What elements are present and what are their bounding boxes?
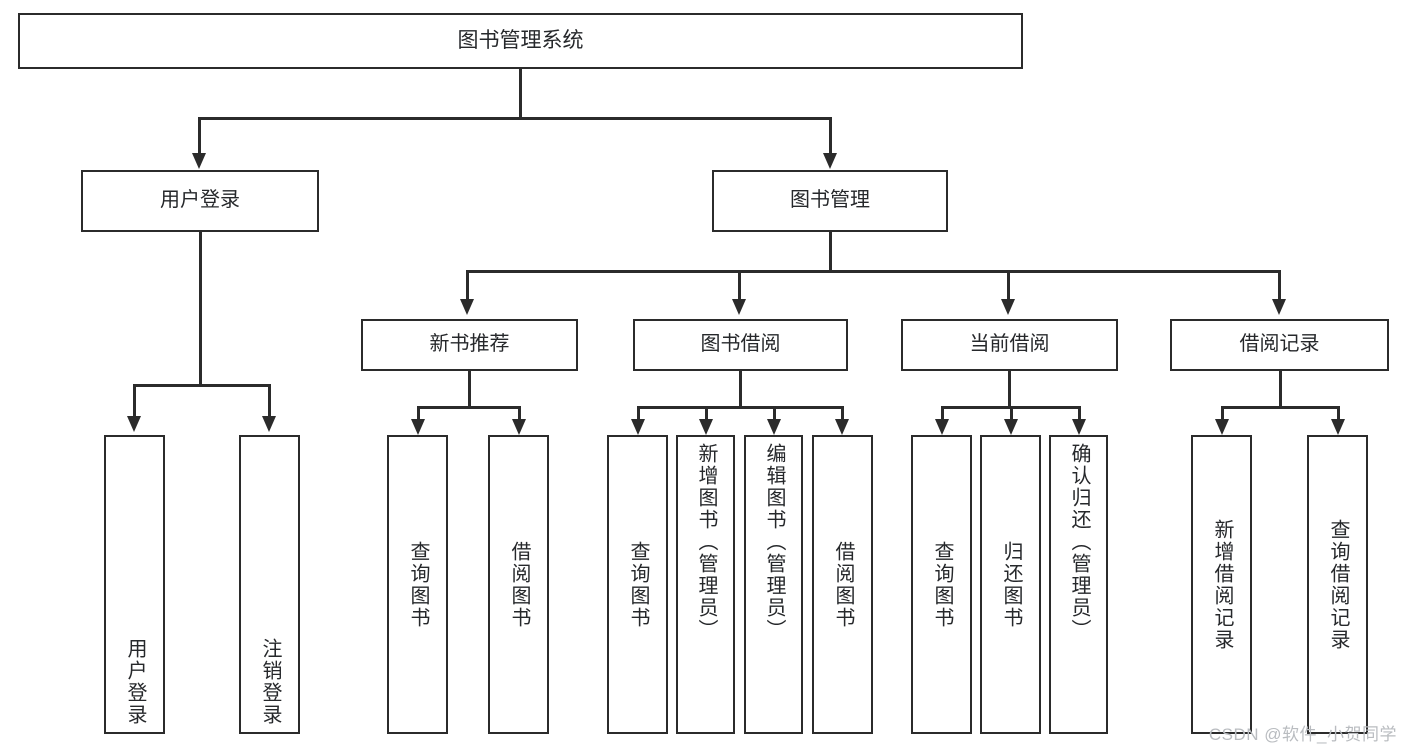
arrow-borrow-book-1 xyxy=(512,419,526,435)
arrow-query-book-3 xyxy=(935,419,949,435)
arrow-book-borrow xyxy=(732,299,746,315)
arrow-confirm-return xyxy=(1072,419,1086,435)
leaf-borrow-book[interactable]: 借阅图书 xyxy=(812,435,873,734)
node-book-borrow[interactable]: 图书借阅 xyxy=(633,319,848,371)
arrow-leaf-user-login xyxy=(127,416,141,432)
node-label: 新书推荐 xyxy=(429,333,510,356)
connector-bus-borrow-record xyxy=(1221,406,1338,409)
connector-book-borrow-stem xyxy=(739,371,742,408)
connector-new-book-stem xyxy=(468,371,471,408)
node-label: 图书管理系统 xyxy=(457,28,584,52)
leaf-query-borrow-record[interactable]: 查询借阅记录 xyxy=(1307,435,1368,734)
leaf-logout-login[interactable]: 注销登录 xyxy=(239,435,300,734)
leaf-label: 查询图书 xyxy=(407,540,429,629)
connector-bus-new-book xyxy=(417,406,520,409)
connector-drop-return-book xyxy=(1010,406,1013,427)
connector-bus-book-borrow xyxy=(637,406,842,409)
connector-drop-query-record xyxy=(1337,406,1340,427)
connector-bus-current-borrow xyxy=(941,406,1078,409)
leaf-add-book[interactable]: 新增图书（管理员） xyxy=(676,435,735,734)
leaf-borrow-book-recommend[interactable]: 借阅图书 xyxy=(488,435,549,734)
leaf-user-login[interactable]: 用户登录 xyxy=(104,435,165,734)
node-new-book-recommend[interactable]: 新书推荐 xyxy=(361,319,578,371)
connector-drop-leaf-logout-login xyxy=(268,384,271,417)
connector-drop-query-book-3 xyxy=(941,406,944,427)
connector-drop-book-manage xyxy=(829,117,832,155)
connector-current-borrow-stem xyxy=(1008,371,1011,408)
arrow-add-record xyxy=(1215,419,1229,435)
node-label: 图书借阅 xyxy=(700,333,781,356)
arrow-edit-book xyxy=(767,419,781,435)
leaf-label: 确认归还（管理员） xyxy=(1068,443,1090,641)
leaf-label: 查询借阅记录 xyxy=(1327,518,1349,651)
connector-drop-edit-book xyxy=(773,406,776,427)
connector-drop-book-borrow xyxy=(738,270,741,300)
connector-drop-query-book-1 xyxy=(417,406,420,427)
leaf-label: 注销登录 xyxy=(259,638,281,726)
leaf-query-book-recommend[interactable]: 查询图书 xyxy=(387,435,448,734)
connector-drop-new-book-recommend xyxy=(466,270,469,300)
leaf-label: 归还图书 xyxy=(1000,540,1022,629)
leaf-label: 借阅图书 xyxy=(508,540,530,629)
leaf-confirm-return[interactable]: 确认归还（管理员） xyxy=(1049,435,1108,734)
connector-bus-level3 xyxy=(466,270,1280,273)
connector-drop-borrow-book-2 xyxy=(841,406,844,427)
node-book-management[interactable]: 图书管理 xyxy=(712,170,948,232)
connector-drop-query-book-2 xyxy=(637,406,640,427)
arrow-leaf-logout-login xyxy=(262,416,276,432)
leaf-label: 用户登录 xyxy=(124,638,146,726)
arrow-user-login xyxy=(192,153,206,169)
leaf-label: 新增借阅记录 xyxy=(1211,518,1233,651)
node-current-borrow[interactable]: 当前借阅 xyxy=(901,319,1118,371)
leaf-label: 新增图书（管理员） xyxy=(695,443,717,641)
connector-drop-current-borrow xyxy=(1007,270,1010,300)
node-label: 用户登录 xyxy=(160,189,240,212)
connector-drop-add-record xyxy=(1221,406,1224,427)
leaf-edit-book[interactable]: 编辑图书（管理员） xyxy=(744,435,803,734)
arrow-book-manage xyxy=(823,153,837,169)
leaf-query-book-current[interactable]: 查询图书 xyxy=(911,435,972,734)
connector-bus-user-login xyxy=(133,384,268,387)
connector-drop-leaf-user-login xyxy=(133,384,136,417)
node-label: 图书管理 xyxy=(790,189,870,212)
leaf-label: 查询图书 xyxy=(627,540,649,629)
node-book-management-system[interactable]: 图书管理系统 xyxy=(18,13,1023,69)
arrow-query-book-1 xyxy=(411,419,425,435)
leaf-add-borrow-record[interactable]: 新增借阅记录 xyxy=(1191,435,1252,734)
connector-drop-borrow-record xyxy=(1278,270,1281,300)
arrow-borrow-book-2 xyxy=(835,419,849,435)
connector-root-stem xyxy=(519,69,522,118)
leaf-query-book-borrow[interactable]: 查询图书 xyxy=(607,435,668,734)
leaf-label: 编辑图书（管理员） xyxy=(763,443,785,641)
arrow-query-book-2 xyxy=(631,419,645,435)
connector-drop-confirm-return xyxy=(1078,406,1081,427)
arrow-current-borrow xyxy=(1001,299,1015,315)
arrow-new-book-recommend xyxy=(460,299,474,315)
connector-drop-borrow-book-1 xyxy=(518,406,521,427)
node-label: 借阅记录 xyxy=(1239,333,1320,356)
leaf-label: 借阅图书 xyxy=(832,540,854,629)
connector-book-manage-stem xyxy=(829,232,832,272)
leaf-label: 查询图书 xyxy=(931,540,953,629)
arrow-add-book xyxy=(699,419,713,435)
leaf-return-book[interactable]: 归还图书 xyxy=(980,435,1041,734)
connector-drop-add-book xyxy=(705,406,708,427)
arrow-borrow-record xyxy=(1272,299,1286,315)
connector-drop-user-login xyxy=(198,117,201,155)
connector-borrow-record-stem xyxy=(1279,371,1282,408)
node-label: 当前借阅 xyxy=(969,333,1050,356)
arrow-return-book xyxy=(1004,419,1018,435)
node-borrow-record[interactable]: 借阅记录 xyxy=(1170,319,1389,371)
connector-user-login-stem xyxy=(199,232,202,385)
node-user-login[interactable]: 用户登录 xyxy=(81,170,319,232)
arrow-query-record xyxy=(1331,419,1345,435)
connector-bus-level1 xyxy=(198,117,831,120)
